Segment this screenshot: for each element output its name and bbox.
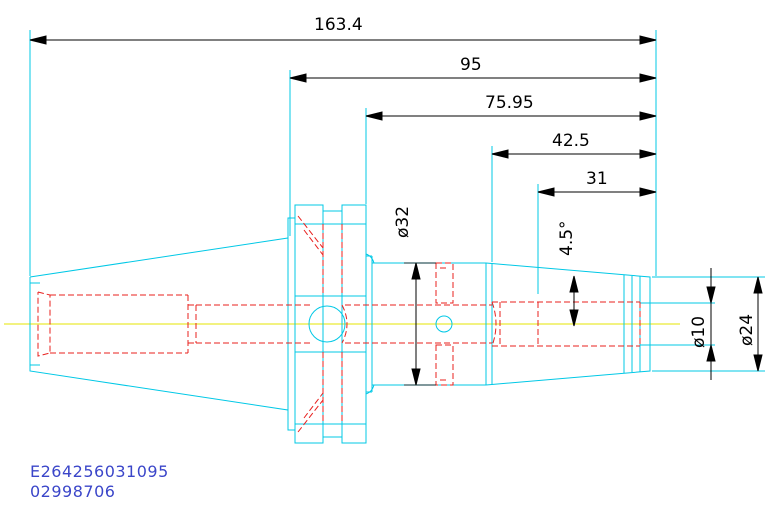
dim-diameter-10: ø10 <box>689 316 709 348</box>
drawing-number: 02998706 <box>30 482 116 501</box>
dim-length-31: 31 <box>586 169 608 189</box>
dim-diameter-24: ø24 <box>737 314 757 346</box>
dim-length-75-95: 75.95 <box>485 93 534 113</box>
dim-taper-angle: 4.5° <box>557 220 577 256</box>
dimension-lines <box>29 35 763 386</box>
drawing-code: E264256031095 <box>30 462 169 481</box>
hidden-lines <box>37 215 641 433</box>
dim-overall-length: 163.4 <box>314 15 363 35</box>
holder-outline <box>29 30 765 444</box>
dim-length-42-5: 42.5 <box>552 131 590 151</box>
dim-diameter-32: ø32 <box>393 206 413 238</box>
dim-length-95: 95 <box>460 55 482 75</box>
